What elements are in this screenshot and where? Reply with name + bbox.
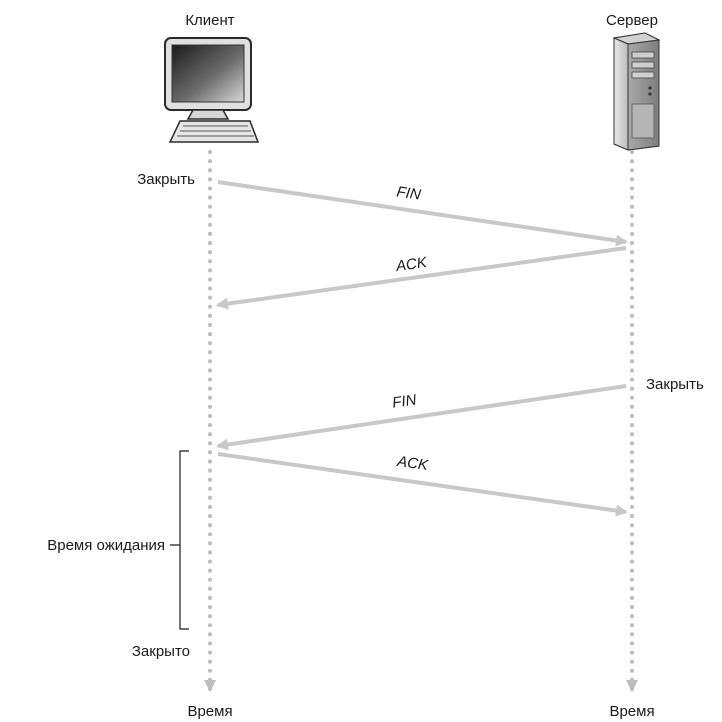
ack-arrow-server-to-client: [216, 246, 627, 310]
server-time-label: Время: [609, 703, 654, 720]
desktop-computer-icon: [164, 37, 260, 143]
client-closed-label: Закрыто: [132, 643, 190, 660]
fin-arrow-client-to-server: [217, 180, 628, 247]
message-label-ack-1: ACK: [394, 254, 429, 275]
ack-arrow-client-to-server: [217, 452, 628, 517]
wait-time-bracket: [179, 450, 189, 630]
fin-arrow-server-to-client: [216, 384, 627, 451]
server-label: Сервер: [606, 12, 658, 29]
wait-time-label: Время ожидания: [47, 537, 165, 554]
server-close-label: Закрыть: [646, 376, 704, 393]
tower-server-icon: [612, 32, 661, 151]
message-label-fin-1: FIN: [395, 183, 422, 203]
message-label-ack-2: ACK: [395, 453, 430, 474]
client-label: Клиент: [185, 12, 234, 29]
message-label-fin-2: FIN: [391, 391, 418, 411]
client-close-label: Закрыть: [137, 171, 195, 188]
client-time-label: Время: [187, 703, 232, 720]
